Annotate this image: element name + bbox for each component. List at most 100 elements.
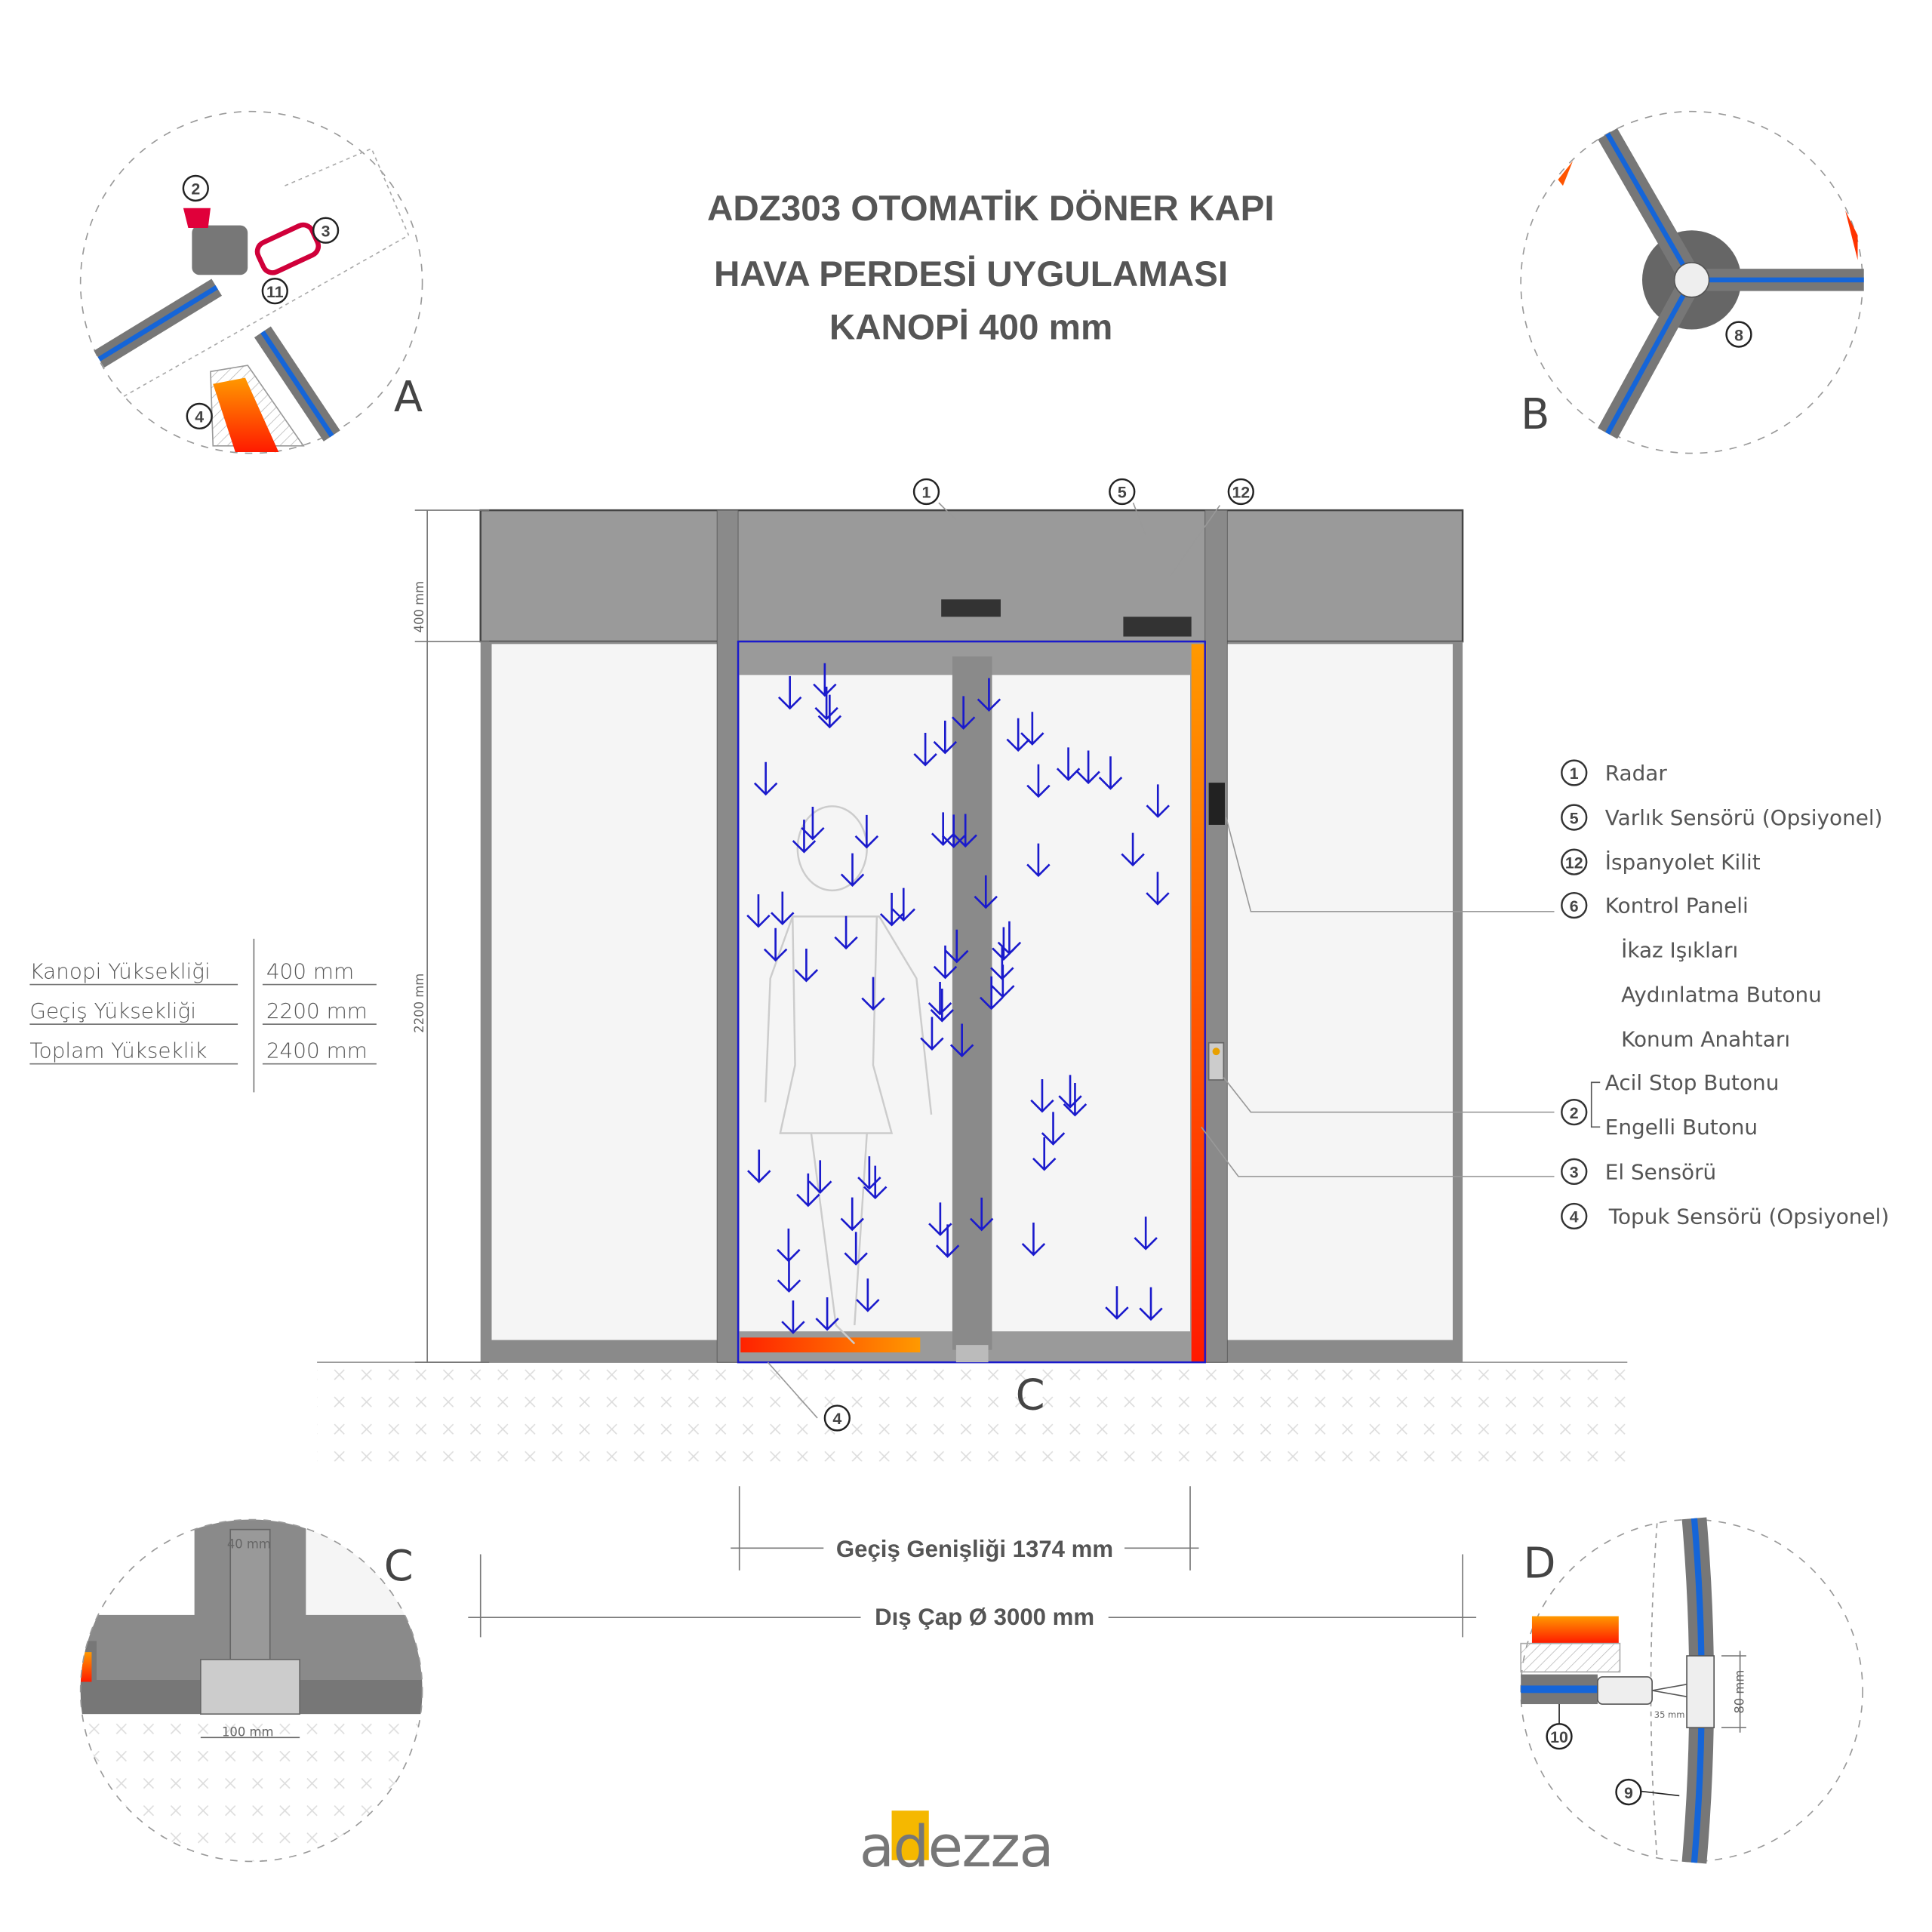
legend-number-icon	[1561, 804, 1588, 831]
air-flow-arrow	[777, 675, 802, 710]
air-flow-arrow	[747, 1149, 771, 1183]
legend-number-icon	[1561, 1099, 1588, 1126]
legend-number: 4	[1570, 1208, 1579, 1226]
emergency-stop-device	[1208, 1041, 1225, 1081]
air-flow-arrow	[1121, 832, 1145, 867]
air-flow-arrow	[953, 814, 977, 848]
legend-number-icon	[1561, 1202, 1588, 1230]
callout-number: 3	[321, 222, 331, 240]
legend-number-icon	[1561, 848, 1588, 875]
detail-a-letter: A	[394, 373, 423, 422]
air-flow-arrow	[1041, 1112, 1066, 1146]
detail-c-letter: C	[384, 1542, 414, 1591]
air-flow-arrow	[844, 1232, 868, 1266]
legend-number-icon	[1561, 891, 1588, 919]
legend-label: Konum Anahtarı	[1621, 1027, 1790, 1052]
air-flow-arrow	[1146, 872, 1170, 906]
legend-label: Aydınlatma Butonu	[1621, 983, 1822, 1008]
air-flow-arrow	[980, 976, 1004, 1011]
air-flow-arrow	[1098, 756, 1123, 790]
air-flow-arrow	[1032, 1137, 1057, 1171]
legend-label: İspanyolet Kilit	[1605, 850, 1761, 875]
air-flow-arrow	[1020, 712, 1044, 746]
air-flow-arrow	[949, 1023, 974, 1058]
callout-a: 2	[182, 174, 209, 202]
callout-number: 11	[266, 283, 284, 301]
air-flow-arrow	[1146, 784, 1170, 818]
legend-label: Varlık Sensörü (Opsiyonel)	[1605, 805, 1883, 830]
legend-label: Kontrol Paneli	[1605, 893, 1749, 918]
air-flow-arrow	[879, 893, 904, 927]
height-value: 2200 mm	[266, 998, 368, 1023]
detail-b-letter: B	[1521, 390, 1549, 439]
legend-number-icon	[1561, 1158, 1588, 1186]
radar-device	[941, 599, 1001, 617]
callout-number: 4	[195, 408, 204, 426]
detail-b: B	[1520, 110, 1864, 454]
person-silhouette	[764, 805, 933, 1345]
air-flow-arrow	[794, 949, 819, 983]
air-flow-arrow	[1026, 764, 1051, 798]
callout-front: 12	[1227, 478, 1254, 506]
air-flow-arrow	[933, 720, 958, 755]
presence-sensor-device	[1123, 617, 1192, 637]
air-flow-arrow	[970, 1197, 994, 1232]
legend-number: 1	[1570, 764, 1579, 783]
air-flow-arrow	[1030, 1078, 1054, 1113]
air-flow-arrow	[861, 977, 885, 1011]
air-flow-arrow	[974, 875, 998, 909]
legend-label: Radar	[1605, 761, 1668, 786]
callouts: 2 3 11 4 8 1 5 12 4 10 9	[182, 174, 1752, 1806]
callout-number: 5	[1118, 484, 1127, 502]
air-flow-arrow	[891, 888, 915, 922]
air-flow-arrow	[840, 853, 865, 888]
callout-a: 3	[312, 217, 340, 244]
air-flow-arrow	[792, 820, 817, 854]
air-flow-arrow	[991, 964, 1015, 998]
air-flow-arrow	[928, 982, 952, 1016]
detail-d: 80 mm 35 mm D	[1520, 1517, 1863, 1864]
air-flow-arrow	[771, 891, 795, 925]
legend-number-icon	[1561, 759, 1588, 786]
air-flow-arrow	[817, 694, 842, 729]
callout-a: 4	[186, 402, 213, 430]
air-flow-arrow	[763, 928, 788, 962]
air-flow-arrow	[834, 915, 858, 950]
air-flow-arrow	[854, 814, 879, 849]
legend-number: 3	[1570, 1164, 1579, 1182]
callout-b: 8	[1725, 321, 1752, 348]
callout-a: 11	[261, 278, 288, 305]
callout-number: 8	[1734, 326, 1743, 344]
air-flow-arrow	[746, 894, 771, 928]
air-flow-arrow	[1021, 1222, 1046, 1257]
title-line-3: KANOPİ 400 mm	[829, 308, 1112, 348]
air-flow-arrow	[1076, 750, 1100, 785]
air-flow-arrow	[977, 678, 1001, 712]
detail-a: A	[79, 110, 423, 454]
height-value: 400 mm	[266, 958, 354, 983]
callout-d: 10	[1546, 1723, 1573, 1750]
canopy-height-dim: 400 mm	[412, 581, 426, 633]
air-flow-arrow	[933, 945, 958, 980]
air-flow-arrow	[951, 696, 976, 730]
passage-height-dim: 2200 mm	[412, 974, 426, 1033]
outer-diameter-dim: Dış Çap Ø 3000 mm	[875, 1604, 1094, 1630]
callout-number: 10	[1550, 1728, 1568, 1746]
air-flow-arrow	[1139, 1287, 1163, 1321]
air-flow-arrow	[1026, 843, 1051, 878]
callout-number: 9	[1624, 1784, 1633, 1802]
callout-front: 5	[1109, 478, 1136, 506]
detail-d-35mm: 35 mm	[1654, 1709, 1685, 1720]
air-flow-arrow	[781, 1300, 805, 1334]
legend-label: İkaz Işıkları	[1621, 938, 1738, 963]
legend-number: 5	[1570, 809, 1579, 827]
legend-item: İkaz Işıkları	[1621, 938, 1738, 963]
callout-front: 1	[912, 478, 940, 506]
